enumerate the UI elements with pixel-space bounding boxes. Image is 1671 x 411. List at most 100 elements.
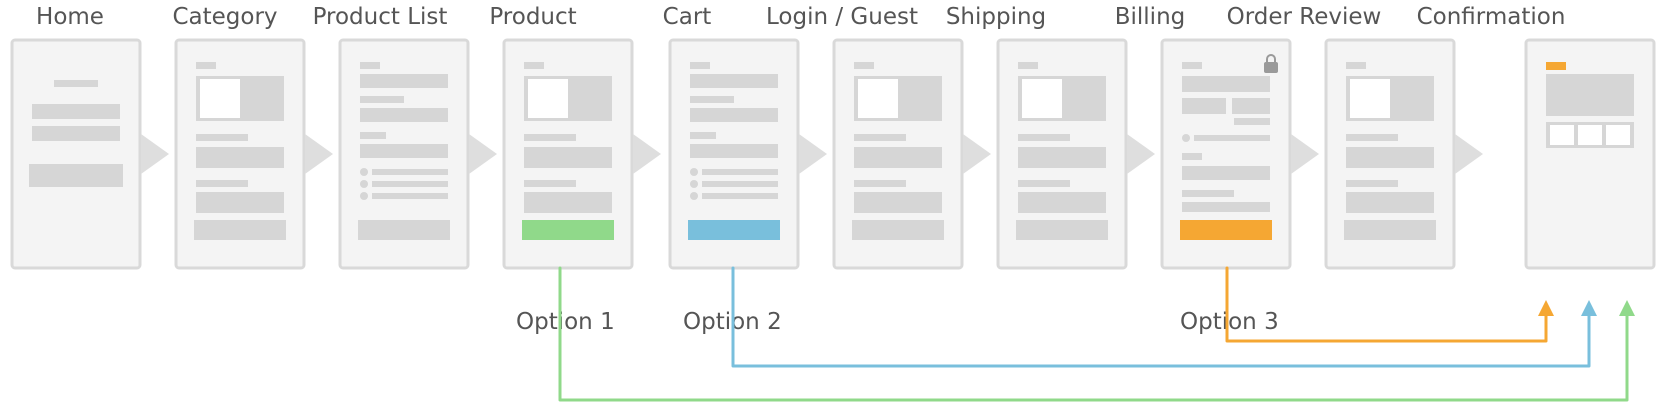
step-4-bullet-1 [690,168,698,176]
step-4-cta-button [688,220,780,240]
step-3-field-1 [524,147,612,168]
step-0-logo-bar [54,80,98,87]
step-4-header-bar [690,62,710,69]
step-5-label-2 [854,180,906,187]
step-7-header-bar [1182,62,1202,69]
step-4-label-2 [690,132,716,139]
step-8-label-1 [1346,134,1398,141]
step-2-bullet-line-3 [372,193,448,199]
step-5-cta-button [852,220,944,240]
step-6-image-thumb [1022,79,1062,118]
step-title-login-guest: Login / Guest [766,4,918,30]
step-8-image-thumb [1350,79,1390,118]
step-1-header-bar [196,62,216,69]
step-3-field-2 [524,192,612,213]
option-2-connector [731,266,1591,368]
lock-icon-shackle [1266,54,1276,62]
chevron-right-icon-6 [963,134,991,174]
step-4-bullet-3 [690,192,698,200]
step-4-label-1 [690,96,734,103]
step-9-success-badge [1546,62,1566,70]
option-3-connector [1225,266,1548,343]
step-3-label-2 [524,180,576,187]
chevron-right-icon-3 [469,134,497,174]
chevron-right-icon-9 [1455,134,1483,174]
step-1-image-thumb [200,79,240,118]
step-1-label-2 [196,180,248,187]
chevron-right-icon-4 [633,134,661,174]
step-6-label-2 [1018,180,1070,187]
step-5-header-bar [854,62,874,69]
step-7-row-3 [1234,118,1270,125]
step-1-label-1 [196,134,248,141]
step-0-hero-bar-1 [32,104,120,119]
step-4-bullet-line-3 [702,193,778,199]
step-7-row-2a [1182,98,1226,114]
step-2-row-3 [360,144,448,158]
step-5-field-2 [854,192,942,213]
step-7-bullet-line-1 [1194,135,1270,141]
arrow-up-icon-2 [1581,300,1597,316]
step-1-field-1 [196,147,284,168]
step-2-row-1 [360,74,448,88]
step-5-image-thumb [858,79,898,118]
lock-icon [1264,62,1278,73]
step-7-label-2 [1182,190,1234,197]
step-6-cta-button [1016,220,1108,240]
step-2-bullet-line-2 [372,181,448,187]
step-7-cta-button [1180,220,1272,240]
step-3-header-bar [524,62,544,69]
step-2-bullet-1 [360,168,368,176]
step-2-header-bar [360,62,380,69]
step-title-cart: Cart [662,4,712,30]
step-2-label-1 [360,96,404,103]
step-7-row-5 [1182,202,1270,212]
step-2-row-2 [360,108,448,122]
step-3-image-thumb [528,79,568,118]
step-8-cta-button [1344,220,1436,240]
step-1-field-2 [196,192,284,213]
step-4-row-3 [690,144,778,158]
step-9-summary-panel [1546,74,1634,116]
step-6-label-1 [1018,134,1070,141]
step-8-header-bar [1346,62,1366,69]
arrow-up-icon-1 [1619,300,1635,316]
step-4-bullet-2 [690,180,698,188]
option-label-1: Option 1 [516,309,615,335]
step-2-cta-button [358,220,450,240]
step-5-label-1 [854,134,906,141]
step-title-home: Home [36,4,104,30]
step-2-bullet-line-1 [372,169,448,175]
chevron-right-icon-2 [305,134,333,174]
step-2-bullet-3 [360,192,368,200]
step-8-label-2 [1346,180,1398,187]
chevron-right-icon-5 [799,134,827,174]
step-5-field-1 [854,147,942,168]
step-title-product-list: Product List [312,4,448,30]
step-8-field-1 [1346,147,1434,168]
chevron-right-icon-1 [141,134,169,174]
step-4-row-2 [690,108,778,122]
step-2-label-2 [360,132,386,139]
step-title-order-review: Order Review [1226,4,1382,30]
step-4-bullet-line-2 [702,181,778,187]
step-title-billing: Billing [1114,4,1186,30]
step-7-bullet-1 [1182,134,1190,142]
step-7-row-1 [1182,76,1270,92]
step-0-hero-bar-2 [32,126,120,141]
chevron-right-icon-8 [1291,134,1319,174]
chevron-right-icon-7 [1127,134,1155,174]
step-9-detail-cell-1 [1550,125,1574,145]
step-6-header-bar [1018,62,1038,69]
arrow-up-icon-3 [1538,300,1554,316]
step-title-shipping: Shipping [945,4,1047,30]
step-2-bullet-2 [360,180,368,188]
step-0-cta-block [29,164,123,187]
step-4-bullet-line-1 [702,169,778,175]
step-6-field-1 [1018,147,1106,168]
option-1-connector [558,266,1629,402]
step-7-row-2b [1232,98,1270,114]
step-4-row-1 [690,74,778,88]
step-7-row-4 [1182,166,1270,180]
